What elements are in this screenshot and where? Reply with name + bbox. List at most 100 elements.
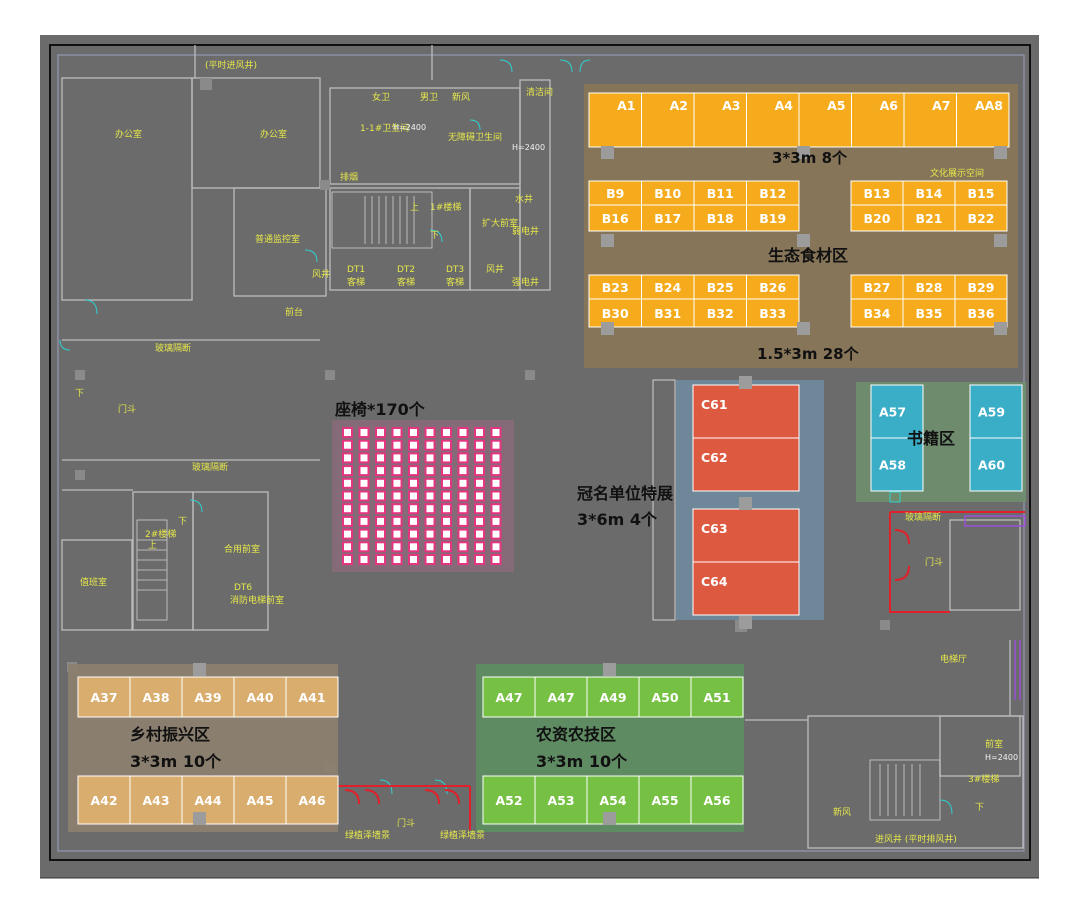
booth-label: B13 bbox=[864, 186, 891, 201]
booth-a58[interactable] bbox=[870, 437, 924, 492]
seat bbox=[490, 528, 502, 540]
booth-a4[interactable] bbox=[746, 92, 800, 148]
booth-b32[interactable] bbox=[693, 298, 747, 328]
booth-a44[interactable] bbox=[181, 775, 235, 825]
booth-a59[interactable] bbox=[969, 384, 1023, 439]
booth-a7[interactable] bbox=[903, 92, 957, 148]
seat bbox=[474, 427, 485, 438]
booth-a49[interactable] bbox=[586, 676, 640, 718]
booth-label: C64 bbox=[701, 574, 728, 589]
seat bbox=[358, 465, 370, 477]
booth-b23[interactable] bbox=[588, 274, 642, 300]
booth-aa8[interactable] bbox=[956, 92, 1010, 148]
booth-b25[interactable] bbox=[693, 274, 747, 300]
booth-a6[interactable] bbox=[851, 92, 905, 148]
booth-a51[interactable] bbox=[690, 676, 744, 718]
seat bbox=[408, 427, 419, 438]
building-outer-wall bbox=[49, 44, 1031, 861]
booth-a60[interactable] bbox=[969, 437, 1023, 492]
glass-partition-label-1: 玻璃隔断 bbox=[155, 342, 191, 354]
booth-a56[interactable] bbox=[690, 775, 744, 825]
seat bbox=[474, 528, 485, 540]
booth-label: B32 bbox=[707, 306, 734, 321]
booth-a43[interactable] bbox=[129, 775, 183, 825]
booth-a5[interactable] bbox=[798, 92, 852, 148]
seat bbox=[457, 554, 469, 565]
booth-a45[interactable] bbox=[233, 775, 287, 825]
booth-label: B30 bbox=[602, 306, 629, 321]
dt3-elevator: 客梯 bbox=[446, 276, 464, 288]
booth-b28[interactable] bbox=[902, 274, 956, 300]
seat bbox=[358, 554, 370, 565]
seat bbox=[375, 477, 386, 489]
seat bbox=[490, 477, 502, 489]
dt2-label: DT2 bbox=[397, 265, 415, 275]
booth-a37[interactable] bbox=[77, 676, 131, 718]
booth-a57[interactable] bbox=[870, 384, 924, 439]
booth-label: B23 bbox=[602, 280, 629, 295]
culture-space-label: 文化展示空间 bbox=[930, 167, 984, 179]
booth-b22[interactable] bbox=[954, 204, 1008, 232]
booth-b19[interactable] bbox=[746, 204, 800, 232]
books-title: 书籍区 bbox=[907, 429, 955, 448]
booth-a40[interactable] bbox=[233, 676, 287, 718]
booth-b35[interactable] bbox=[902, 298, 956, 328]
seat bbox=[457, 515, 469, 527]
seat bbox=[342, 427, 353, 438]
seat bbox=[408, 554, 419, 565]
booth-c64[interactable] bbox=[692, 561, 800, 616]
booth-a53[interactable] bbox=[534, 775, 588, 825]
food-zone-title: 生态食材区 bbox=[768, 246, 848, 265]
seat bbox=[490, 503, 502, 515]
dt1-elevator: 客梯 bbox=[347, 276, 365, 288]
booth-b26[interactable] bbox=[746, 274, 800, 300]
booth-label: B24 bbox=[654, 280, 681, 295]
green-wall-label-1: 绿植泽墙景 bbox=[345, 829, 390, 841]
booth-b10[interactable] bbox=[641, 180, 695, 206]
booth-a55[interactable] bbox=[638, 775, 692, 825]
booth-a52[interactable] bbox=[482, 775, 536, 825]
seat bbox=[457, 452, 469, 464]
seat bbox=[441, 439, 452, 451]
booth-a46[interactable] bbox=[285, 775, 339, 825]
booth-label: B20 bbox=[864, 211, 891, 226]
booth-b31[interactable] bbox=[641, 298, 695, 328]
booth-b18[interactable] bbox=[693, 204, 747, 232]
combined-front-label: 合用前室 bbox=[224, 543, 260, 555]
front-desk-label: 前台 bbox=[285, 306, 303, 318]
booth-c63[interactable] bbox=[692, 508, 800, 563]
booth-a1[interactable] bbox=[588, 92, 642, 148]
booth-a3[interactable] bbox=[693, 92, 747, 148]
seat bbox=[375, 465, 386, 477]
booth-a2[interactable] bbox=[641, 92, 695, 148]
seat bbox=[342, 490, 353, 502]
booth-a50[interactable] bbox=[638, 676, 692, 718]
seat bbox=[391, 490, 403, 502]
elevator-hall-label: 电梯厅 bbox=[940, 653, 967, 665]
booth-b27[interactable] bbox=[850, 274, 904, 300]
booth-label: B34 bbox=[864, 306, 891, 321]
seat bbox=[408, 515, 419, 527]
seat bbox=[391, 439, 403, 451]
booth-c62[interactable] bbox=[692, 437, 800, 492]
booth-b21[interactable] bbox=[902, 204, 956, 232]
booth-b17[interactable] bbox=[641, 204, 695, 232]
seat bbox=[474, 554, 485, 565]
seat bbox=[457, 427, 469, 438]
booth-b15[interactable] bbox=[954, 180, 1008, 206]
seat bbox=[375, 554, 386, 565]
booth-a41[interactable] bbox=[285, 676, 339, 718]
booth-label: B28 bbox=[916, 280, 943, 295]
booth-label: A40 bbox=[246, 690, 273, 705]
booth-b33[interactable] bbox=[746, 298, 800, 328]
seat bbox=[457, 439, 469, 451]
down-label-2: 下 bbox=[75, 389, 84, 399]
food-row-b-caption: 1.5*3m 28个 bbox=[757, 345, 860, 363]
booth-b29[interactable] bbox=[954, 274, 1008, 300]
booth-a47[interactable] bbox=[534, 676, 588, 718]
booth-a47[interactable] bbox=[482, 676, 536, 718]
